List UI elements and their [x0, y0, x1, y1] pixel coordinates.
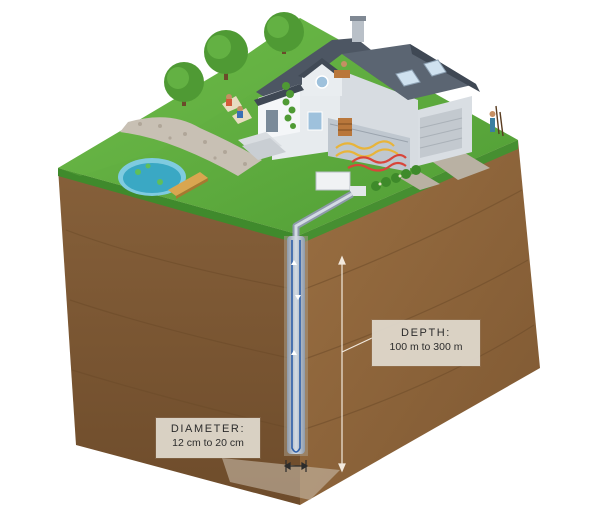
pond-icon: [118, 158, 208, 199]
diameter-title: DIAMETER:: [170, 423, 246, 435]
soil-strata: [65, 189, 535, 431]
person-icon: [489, 105, 504, 137]
borehole-pipe-icon: [284, 236, 308, 456]
diameter-callout: DIAMETER: 12 cm to 20 cm: [156, 418, 260, 458]
house-icon: [238, 16, 480, 196]
depth-value: 100 m to 300 m: [389, 340, 463, 353]
grass-edge-left: [58, 168, 300, 244]
person-icon: [232, 106, 252, 124]
depth-callout: DEPTH: 100 m to 300 m: [372, 320, 480, 366]
depth-title: DEPTH:: [401, 327, 451, 339]
person-icon: [222, 94, 242, 112]
diameter-value: 12 cm to 20 cm: [172, 436, 244, 449]
dimension-arrow-icon: [283, 460, 309, 472]
depth-dimension-line: [338, 255, 373, 473]
tree-icon: [264, 12, 304, 54]
tree-icon: [204, 30, 248, 80]
tree-icon: [164, 62, 204, 106]
floor-heating-coil: [335, 140, 399, 158]
gravel-path: [120, 117, 262, 176]
